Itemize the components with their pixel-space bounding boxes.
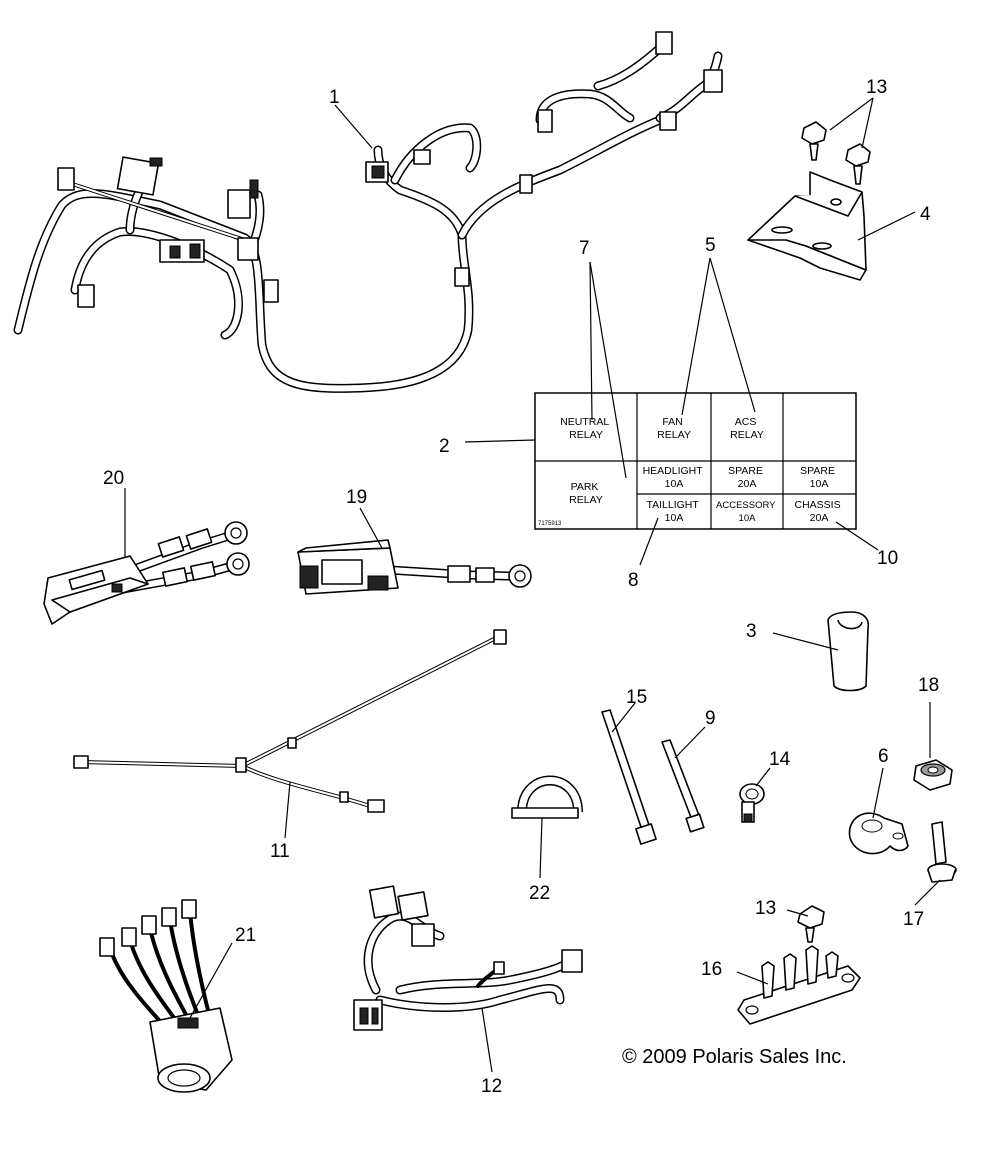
flange-nut	[913, 759, 953, 791]
fuse-cell-park-relay: PARK RELAY	[569, 481, 603, 506]
push-rivet	[797, 905, 825, 943]
callout-14: 14	[769, 749, 791, 770]
push-rivet	[801, 121, 827, 161]
callout-22: 22	[529, 883, 550, 904]
ring-terminal-connector	[297, 539, 532, 595]
callout-7: 7	[579, 238, 590, 259]
callout-4: 4	[920, 204, 931, 225]
connector-mount-bracket	[737, 945, 861, 1025]
callout-6: 6	[878, 746, 889, 767]
fuse-cell-neutral-relay: NEUTRAL RELAY	[560, 416, 612, 441]
callout-3: 3	[746, 621, 757, 642]
protective-boot	[827, 611, 870, 692]
cable-tie-short	[661, 739, 705, 833]
callout-20: 20	[103, 468, 124, 489]
flange-bolt	[927, 821, 957, 883]
callout-9: 9	[705, 708, 716, 729]
fuse-cell-chassis: CHASSIS 20A	[794, 499, 843, 524]
label-part-number: 7175913	[538, 521, 562, 527]
callout-2: 2	[439, 436, 450, 457]
callout-18: 18	[918, 675, 939, 696]
wire-clip	[511, 775, 583, 819]
fuse-cell-taillight: TAILLIGHT 10A	[646, 499, 701, 524]
fuse-cell-acs-relay: ACS RELAY	[730, 416, 764, 441]
callout-12: 12	[481, 1076, 502, 1097]
callout-numbers: 1 13 4 5 7 2 20 19 8 10 3 18 15 9 14 6 1…	[103, 77, 939, 1097]
callout-8: 8	[628, 570, 639, 591]
battery-cable-connector	[43, 521, 250, 625]
fuse-cell-spare-20a: SPARE 20A	[728, 465, 766, 490]
callout-11: 11	[270, 841, 290, 862]
leader-lines	[124, 97, 941, 1073]
p-clip	[848, 812, 909, 855]
fuse-cell-accessory: ACCESSORY 10A	[716, 500, 778, 524]
fuse-cell-spare-10a: SPARE 10A	[800, 465, 838, 490]
copyright-notice: © 2009 Polaris Sales Inc.	[622, 1046, 847, 1068]
bracket	[747, 171, 867, 281]
push-rivet	[845, 143, 871, 185]
cable-tie-long	[601, 709, 657, 845]
callout-13: 13	[755, 898, 776, 919]
y-wire-harness	[73, 629, 507, 813]
callout-5: 5	[705, 235, 716, 256]
sub-wire-harness	[353, 885, 583, 1031]
callout-19: 19	[346, 487, 367, 508]
callout-17: 17	[903, 909, 924, 930]
callout-13: 13	[866, 77, 887, 98]
fuse-cell-fan-relay: FAN RELAY	[657, 416, 691, 441]
fuse-cell-headlight: HEADLIGHT 10A	[643, 465, 706, 490]
callout-10: 10	[877, 548, 898, 569]
multi-wire-connector	[99, 899, 233, 1093]
callout-21: 21	[235, 925, 256, 946]
callout-16: 16	[701, 959, 722, 980]
callout-15: 15	[626, 687, 647, 708]
hose-clamp	[739, 783, 765, 823]
main-wire-harness	[13, 31, 723, 393]
fuse-label: NEUTRAL RELAY FAN RELAY ACS RELAY PARK R…	[534, 392, 857, 530]
callout-1: 1	[329, 87, 340, 108]
